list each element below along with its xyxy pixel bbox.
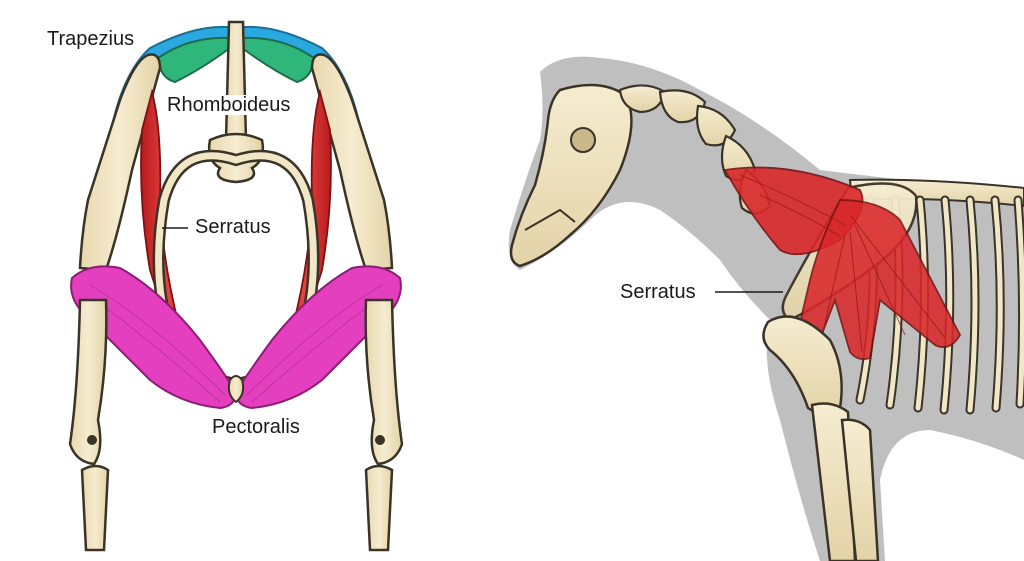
pectoralis-fibers [89, 284, 383, 403]
rhomboideus-muscle-right [241, 36, 316, 84]
ribs [855, 195, 1024, 415]
neck-vertebrae [618, 84, 772, 215]
humerus-side [762, 315, 843, 416]
cervical-spine [224, 20, 248, 142]
label-serratus-side: Serratus [620, 281, 696, 303]
foreleg-side [810, 402, 857, 561]
rhomboideus-muscle-left [156, 36, 231, 84]
ribs-fill [857, 197, 1024, 413]
scapula [781, 182, 918, 322]
radius-left [80, 464, 110, 552]
sternum [227, 375, 245, 404]
jaw-line [524, 208, 576, 231]
label-serratus-front: Serratus [195, 216, 271, 238]
label-pectoralis: Pectoralis [212, 416, 300, 438]
label-rhomboideus: Rhomboideus [164, 95, 294, 115]
eye-socket [570, 127, 596, 153]
label-trapezius: Trapezius [47, 28, 135, 50]
elbow-joint-left [87, 435, 97, 445]
radius-right [364, 464, 394, 552]
humerus-left [68, 298, 108, 466]
serratus-muscle-side [723, 166, 962, 361]
elbow-joint-right [375, 435, 385, 445]
horse-silhouette [508, 56, 1024, 561]
skull [509, 83, 633, 268]
thoracic-spine [848, 178, 1024, 208]
front-view-diagram [68, 20, 404, 552]
foreleg-2-side [840, 418, 880, 561]
humerus-right [364, 298, 404, 466]
